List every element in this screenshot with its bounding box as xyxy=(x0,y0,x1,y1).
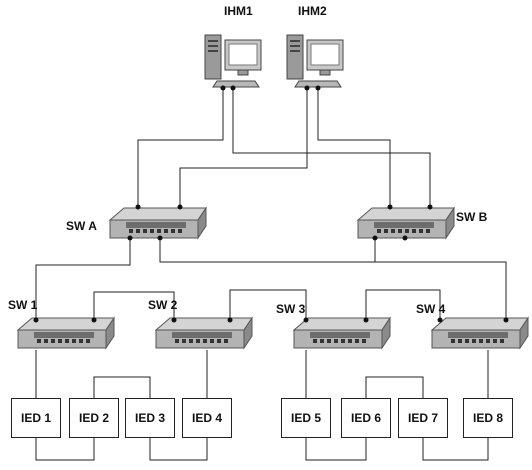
link-ihm2-swb xyxy=(317,88,391,205)
switch-sw-b-icon xyxy=(357,207,455,239)
link-ied7-ied8 xyxy=(422,438,489,461)
ied-6-box: IED 6 xyxy=(341,398,391,438)
link-sw3-sw4 xyxy=(365,289,441,320)
link-ied1-ied2 xyxy=(35,438,95,461)
sw-4-label: SW 4 xyxy=(416,302,446,316)
ied-1-box: IED 1 xyxy=(11,398,61,438)
switch-sw-4-icon xyxy=(431,317,529,349)
sw-a-label: SW A xyxy=(66,219,97,233)
ied-3-box: IED 3 xyxy=(125,398,175,438)
link-ihm1-swb xyxy=(232,88,431,205)
ied-5-box: IED 5 xyxy=(281,398,331,438)
ihm2-label: IHM2 xyxy=(298,4,327,18)
sw-2-label: SW 2 xyxy=(148,298,178,312)
ied-7-box: IED 7 xyxy=(398,398,448,438)
link-ihm1-swa xyxy=(137,88,224,205)
ied-4-box: IED 4 xyxy=(182,398,232,438)
connection-lines xyxy=(35,88,507,461)
link-ied5-ied6 xyxy=(305,438,367,461)
switch-sw-2-icon xyxy=(155,317,253,349)
link-ied6-ied7 xyxy=(365,376,424,398)
ihm2-workstation-icon xyxy=(286,34,344,88)
link-sw1-sw2 xyxy=(93,291,175,320)
link-ied3-ied4 xyxy=(149,438,208,461)
sw-1-label: SW 1 xyxy=(8,298,38,312)
ihm1-workstation-icon xyxy=(204,34,262,88)
switch-sw-a-icon xyxy=(109,207,207,239)
link-ied2-ied3 xyxy=(93,376,151,398)
link-swb-sw4 xyxy=(159,238,507,320)
switch-sw-1-icon xyxy=(17,317,115,349)
link-swa-sw1 xyxy=(35,238,131,320)
sw-b-label: SW B xyxy=(456,210,488,224)
ied-8-box: IED 8 xyxy=(463,398,513,438)
switch-sw-3-icon xyxy=(293,317,391,349)
sw-3-label: SW 3 xyxy=(276,302,306,316)
ihm1-label: IHM1 xyxy=(224,4,253,18)
ied-2-box: IED 2 xyxy=(69,398,119,438)
port-dots xyxy=(33,85,509,323)
link-sw2-sw3 xyxy=(229,289,307,320)
link-ihm2-swa xyxy=(179,88,308,205)
